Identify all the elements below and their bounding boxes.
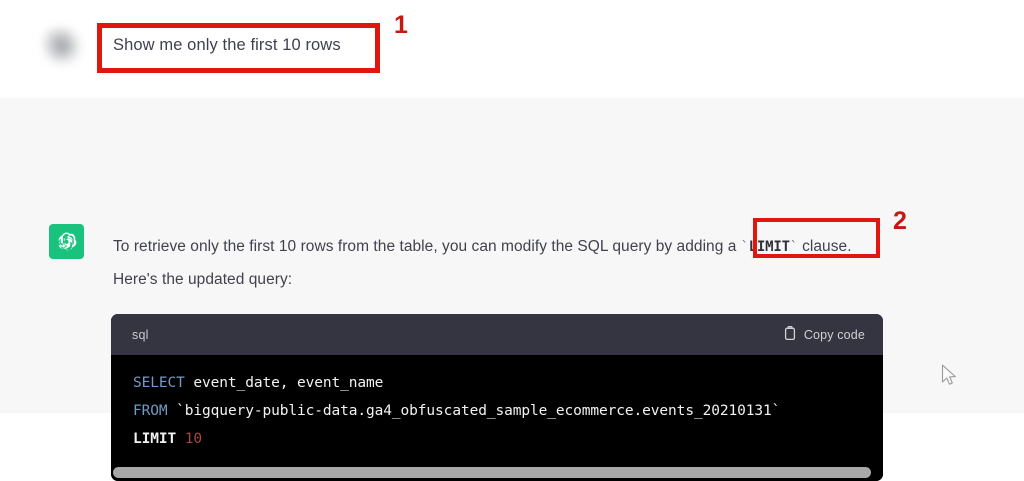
clipboard-icon [783,325,797,344]
code-token-space [176,431,185,447]
assistant-message-turn: To retrieve only the first 10 rows from … [0,98,1024,481]
user-avatar [41,26,83,68]
annotation-number-2: 2 [893,207,907,235]
assistant-text-part-2: clause. Here's the updated query: [113,238,852,288]
user-message-turn: Show me only the first 10 rows [0,0,1024,98]
annotation-number-1: 1 [394,11,408,39]
copy-code-label: Copy code [803,327,865,342]
code-token-table-ref: `bigquery-public-data.ga4_obfuscated_sam… [167,403,781,419]
code-language-label: sql [132,327,149,342]
code-scrollbar-thumb[interactable] [113,467,871,478]
code-token-keyword: SELECT [133,375,185,391]
code-token-number: 10 [184,431,203,447]
code-line: LIMIT 10 [133,425,883,453]
code-line: SELECT event_date, event_name [133,369,883,397]
code-block: sql Copy code SELECT event_date, event_n… [111,314,883,481]
code-token-keyword: FROM [133,403,168,419]
code-horizontal-scrollbar[interactable] [111,465,883,481]
code-content[interactable]: SELECT event_date, event_name FROM `bigq… [111,355,883,465]
code-block-header: sql Copy code [111,314,883,355]
assistant-text-part-1: To retrieve only the first 10 rows from … [113,238,737,255]
code-token-plain: event_date, event_name [184,375,384,391]
backtick-close: ` [789,240,798,255]
inline-code-limit: LIMIT [748,239,790,255]
user-message-text: Show me only the first 10 rows [113,36,341,54]
openai-logo-icon [49,224,84,259]
assistant-message-text: To retrieve only the first 10 rows from … [113,231,883,296]
backtick-open: ` [740,240,749,255]
code-line: FROM `bigquery-public-data.ga4_obfuscate… [133,397,883,425]
copy-code-button[interactable]: Copy code [779,323,871,346]
code-token-keyword: LIMIT [133,431,177,447]
